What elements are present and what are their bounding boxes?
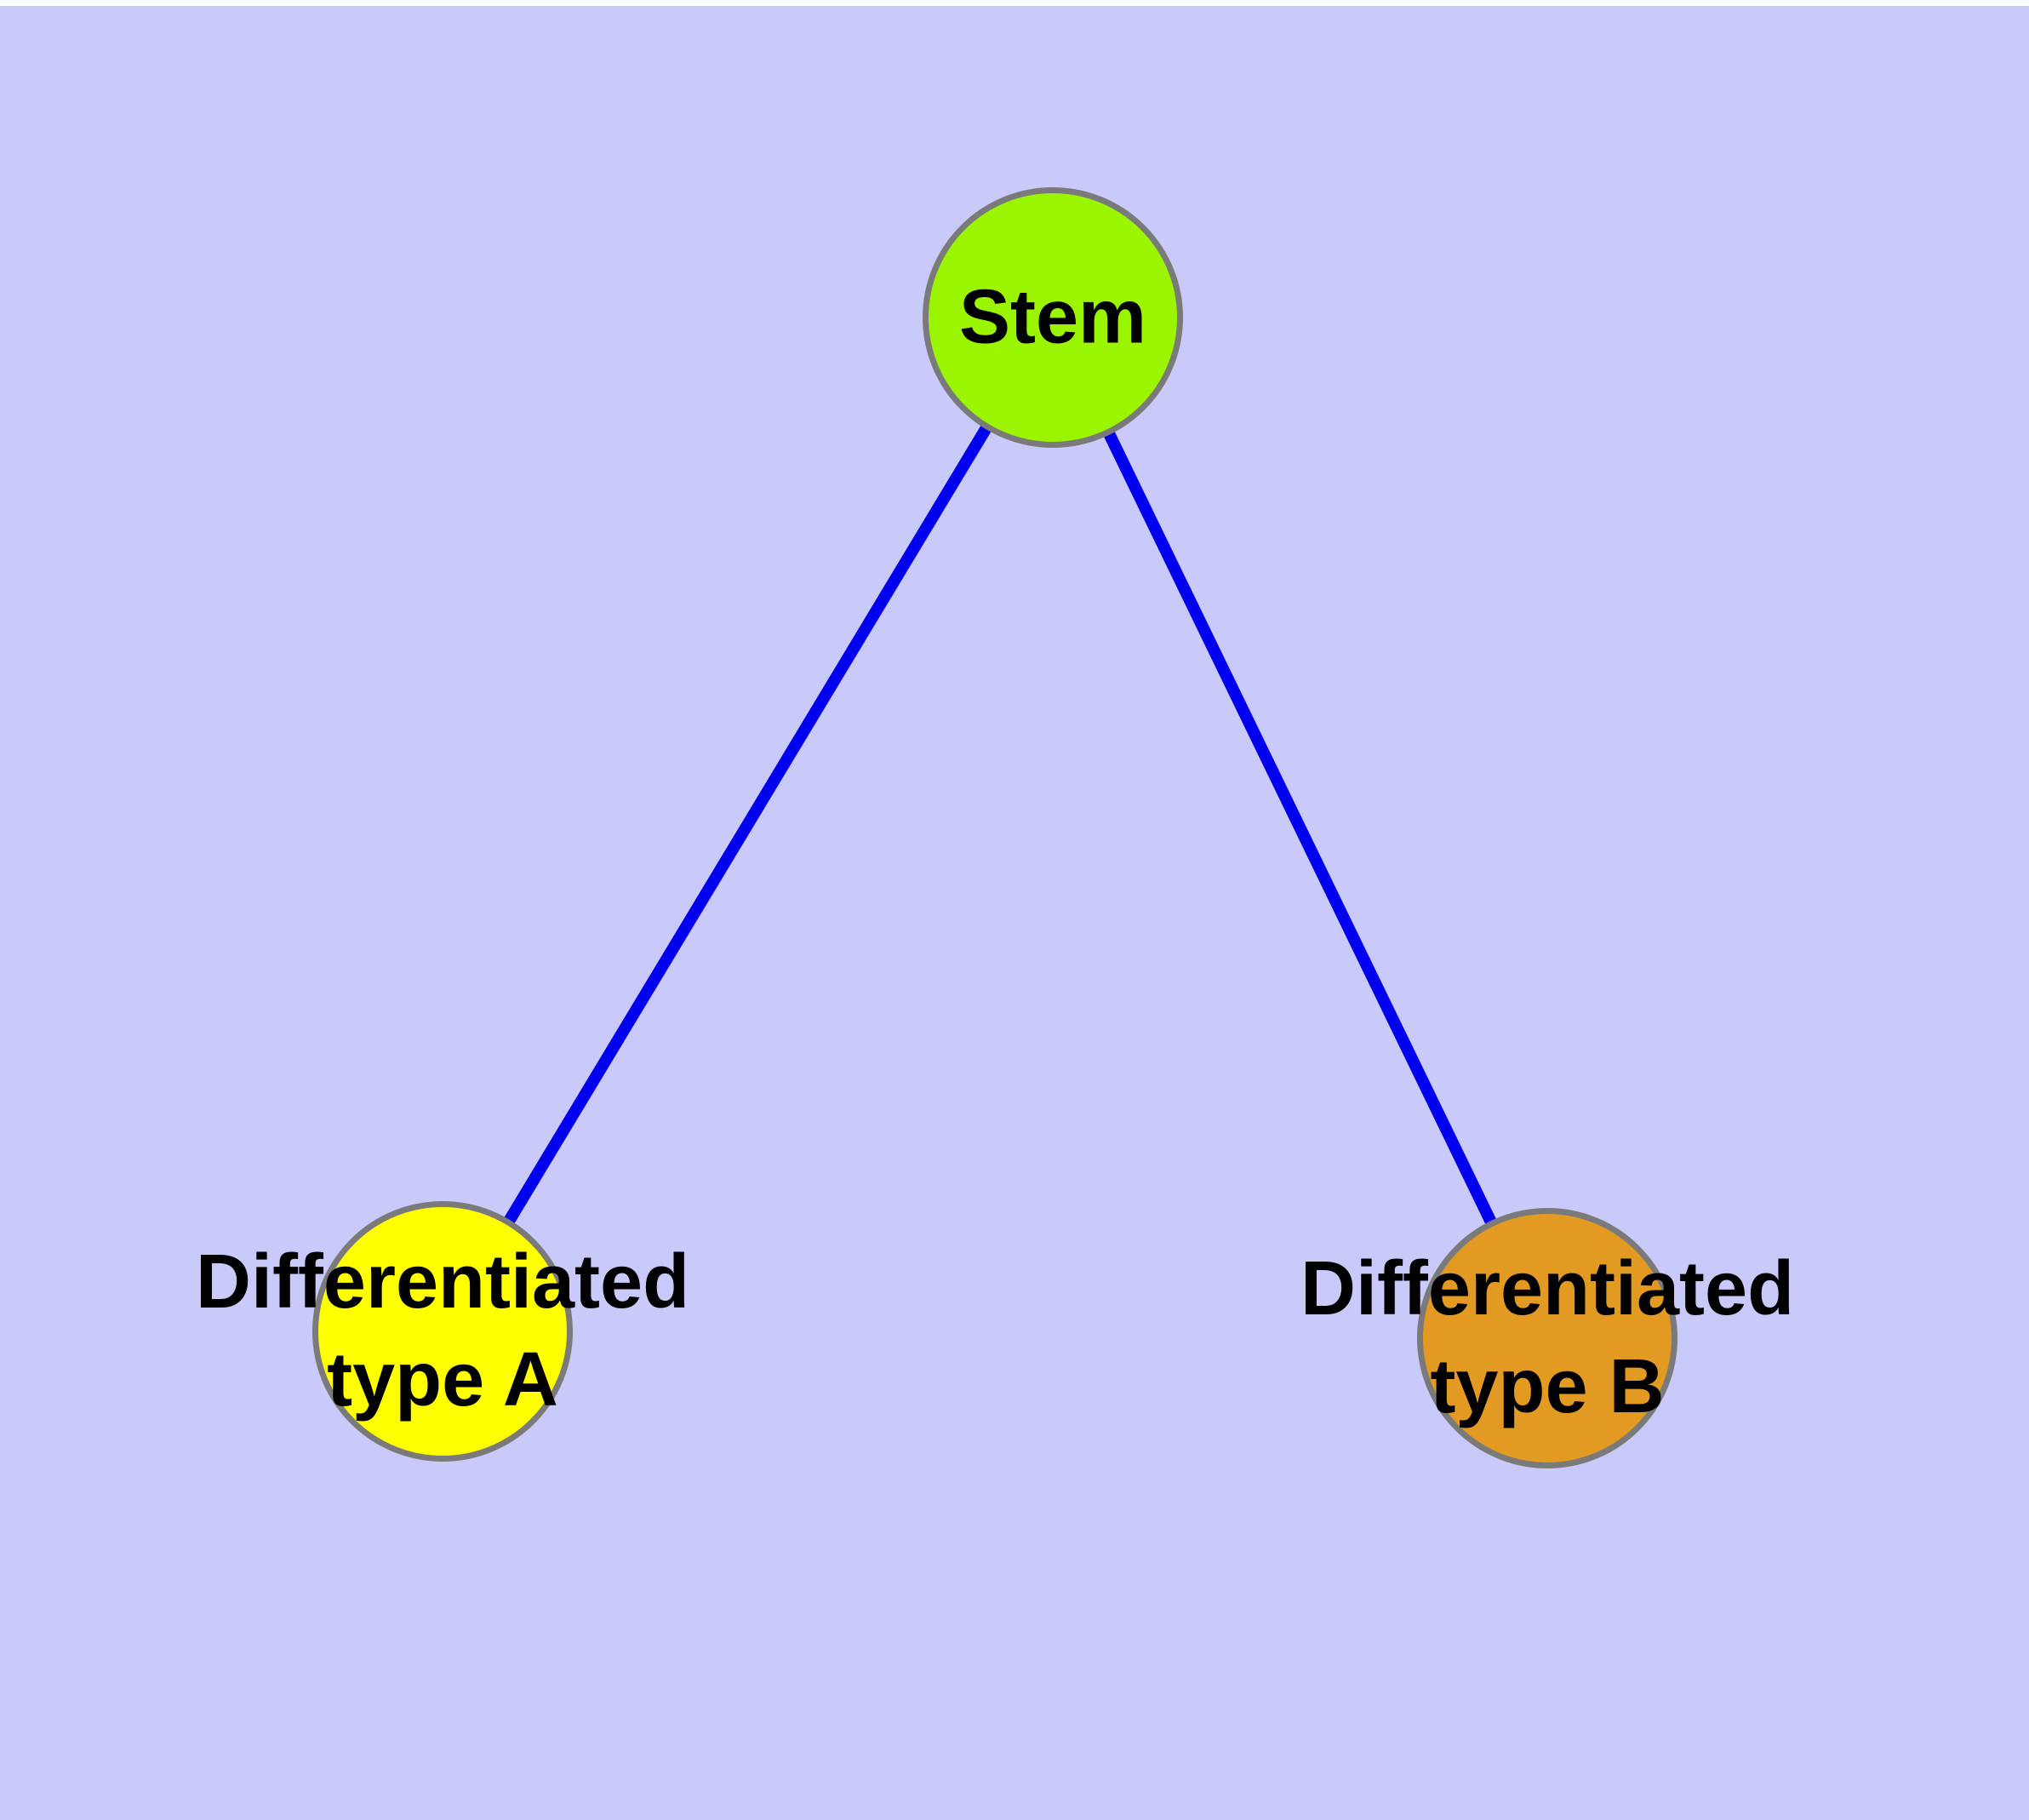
edge-stem-to-type-a <box>437 314 1058 1335</box>
node-label-stem: Stem <box>958 274 1147 360</box>
node-label-differentiated-type-a: Differentiated type A <box>195 1239 690 1422</box>
node-differentiated-type-b <box>1417 1208 1677 1468</box>
node-label-differentiated-type-b: Differentiated type B <box>1300 1245 1795 1429</box>
edge-stem-to-type-b <box>1047 314 1553 1342</box>
top-border-strip <box>0 0 2029 6</box>
node-differentiated-type-a <box>312 1201 573 1462</box>
node-stem <box>923 187 1183 448</box>
